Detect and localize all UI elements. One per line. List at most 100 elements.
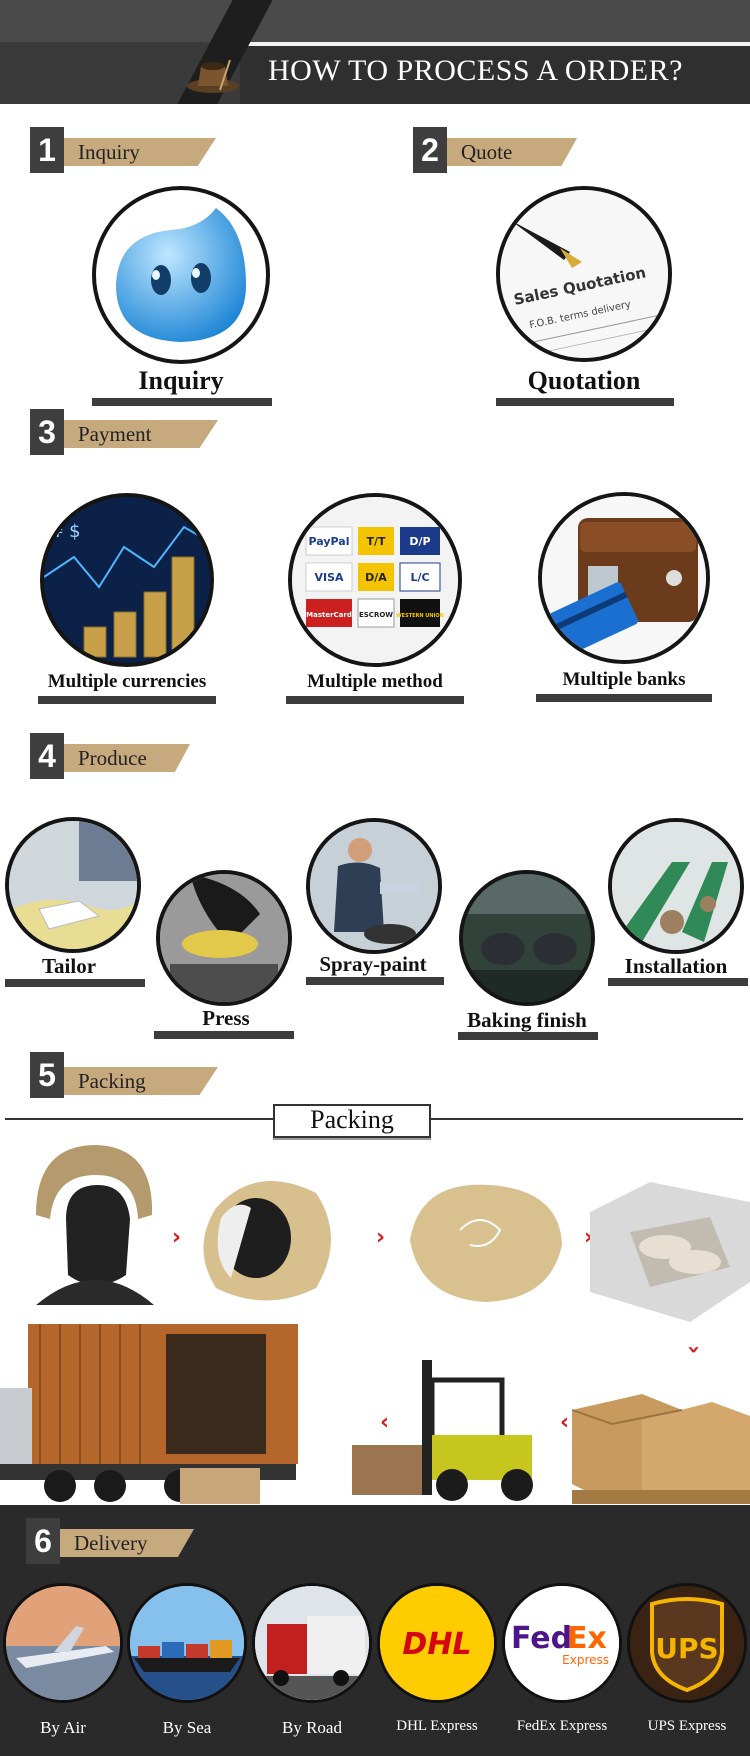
pack-arrow-6: ‹ — [560, 1410, 570, 1435]
baking-finish-image — [459, 870, 595, 1006]
inquiry-caption: Inquiry — [138, 366, 224, 395]
svg-text:MasterCard: MasterCard — [306, 611, 352, 619]
step-5-label: Packing — [64, 1067, 218, 1095]
produce-item-spray-paint-label: Spray-paint — [319, 952, 427, 976]
svg-text:DHL: DHL — [402, 1627, 471, 1662]
sea-image — [127, 1583, 247, 1703]
step-1-label: Inquiry — [64, 138, 216, 166]
svg-text:T/T: T/T — [366, 535, 386, 548]
inquiry-image — [92, 186, 270, 364]
packing-divider-right — [430, 1118, 743, 1120]
dhl-icon: DHL — [380, 1586, 494, 1700]
tailor-image — [5, 817, 141, 953]
ship-icon — [130, 1586, 244, 1700]
svg-text:Fed: Fed — [511, 1621, 572, 1656]
baking-oven-icon — [463, 874, 591, 1002]
currencies-image: ¥ $ — [40, 493, 214, 667]
payment-item-2-label: Multiple method — [307, 671, 443, 692]
delivery-ups-label: UPS Express — [647, 1718, 727, 1734]
forklift-icon — [352, 1360, 533, 1501]
pack-arrow-5: ‹ — [380, 1410, 390, 1435]
svg-text:PayPal: PayPal — [309, 535, 350, 548]
quotation-caption: Quotation — [527, 366, 641, 395]
top-hat-icon — [187, 60, 239, 93]
chat-bubble-icon — [116, 208, 246, 342]
delivery-air-label: By Air — [40, 1718, 86, 1737]
produce-item-baking-label: Baking finish — [467, 1008, 587, 1032]
fedex-icon: Fed Ex Express — [505, 1586, 619, 1700]
wallet-card-icon — [542, 496, 706, 660]
payment-item-3-bar — [536, 694, 712, 702]
svg-text:ESCROW: ESCROW — [359, 611, 393, 619]
svg-text:Express: Express — [562, 1653, 609, 1667]
payment-item-1-bar — [38, 696, 216, 704]
lorry-icon — [255, 1586, 369, 1700]
ups-logo: UPS — [627, 1583, 747, 1703]
tailor-icon — [9, 821, 137, 949]
produce-item-press-bar — [154, 1031, 294, 1039]
delivery-sea-label: By Sea — [162, 1718, 212, 1737]
step-4-number: 4 — [30, 733, 64, 779]
svg-text:UPS: UPS — [655, 1632, 718, 1665]
assembly-line-icon — [612, 822, 740, 950]
packing-divider-left — [5, 1118, 273, 1120]
delivery-road-label: By Road — [282, 1718, 342, 1737]
pack-arrow-2: › — [376, 1225, 386, 1250]
banks-image — [538, 492, 710, 664]
inquiry-bar — [92, 398, 272, 406]
step-6-label: Delivery — [60, 1529, 194, 1557]
svg-text:¥ $: ¥ $ — [52, 521, 81, 542]
payment-item-1-label: Multiple currencies — [47, 671, 207, 692]
payment-logos-icon: PayPal T/T D/P VISA D/A L/C MasterCard E… — [292, 497, 458, 663]
spray-paint-icon — [310, 822, 438, 950]
step-3-number: 3 — [30, 409, 64, 455]
payment-item-2-bar — [286, 696, 464, 704]
produce-item-tailor-label: Tailor — [41, 954, 97, 978]
step-2-label: Quote — [447, 138, 577, 166]
airplane-icon — [6, 1586, 120, 1700]
spray-paint-image — [306, 818, 442, 954]
open-bag-icon — [203, 1181, 331, 1301]
pack-arrow-4: › — [681, 1344, 707, 1355]
page-title: HOW TO PROCESS A ORDER? — [268, 54, 683, 87]
step-6-number: 6 — [26, 1518, 60, 1564]
step-2-number: 2 — [413, 127, 447, 173]
payment-item-3-label: Multiple banks — [562, 669, 686, 690]
header-title-band — [240, 42, 750, 104]
svg-text:L/C: L/C — [410, 571, 429, 584]
produce-item-baking-bar — [458, 1032, 598, 1040]
svg-text:D/A: D/A — [365, 571, 387, 584]
coins-icon: ¥ $ — [44, 497, 210, 663]
step-4-label: Produce — [64, 744, 190, 772]
step-1-number: 1 — [30, 127, 64, 173]
delivery-dhl-label: DHL Express — [396, 1718, 478, 1734]
packing-box-icon — [590, 1182, 750, 1322]
fountain-pen-icon: Sales Quotation F.O.B. terms delivery — [500, 190, 668, 358]
ups-icon: UPS — [630, 1586, 744, 1700]
road-image — [252, 1583, 372, 1703]
step-3-label: Payment — [64, 420, 218, 448]
quotation-image: Sales Quotation F.O.B. terms delivery — [496, 186, 672, 362]
step-5-number: 5 — [30, 1052, 64, 1098]
svg-text:WESTERN UNION: WESTERN UNION — [396, 613, 444, 619]
air-image — [3, 1583, 123, 1703]
fedex-logo: Fed Ex Express — [502, 1583, 622, 1703]
produce-item-installation-bar — [608, 978, 748, 986]
produce-item-installation-label: Installation — [624, 954, 728, 978]
delivery-fedex-label: FedEx Express — [516, 1718, 608, 1734]
quotation-bar — [496, 398, 674, 406]
produce-item-press-label: Press — [202, 1006, 250, 1030]
installation-image — [608, 818, 744, 954]
closed-bag-icon — [410, 1184, 562, 1302]
dhl-logo: DHL — [377, 1583, 497, 1703]
press-icon — [160, 874, 288, 1002]
produce-item-spray-paint-bar — [306, 977, 444, 985]
press-image — [156, 870, 292, 1006]
svg-text:VISA: VISA — [314, 571, 344, 584]
svg-text:Ex: Ex — [567, 1621, 607, 1656]
pack-arrow-1: › — [172, 1225, 182, 1250]
header-top-strip — [0, 0, 750, 42]
cartons-icon — [572, 1394, 750, 1504]
payment-methods-image: PayPal T/T D/P VISA D/A L/C MasterCard E… — [288, 493, 462, 667]
pack-arrow-3: › — [584, 1225, 594, 1250]
